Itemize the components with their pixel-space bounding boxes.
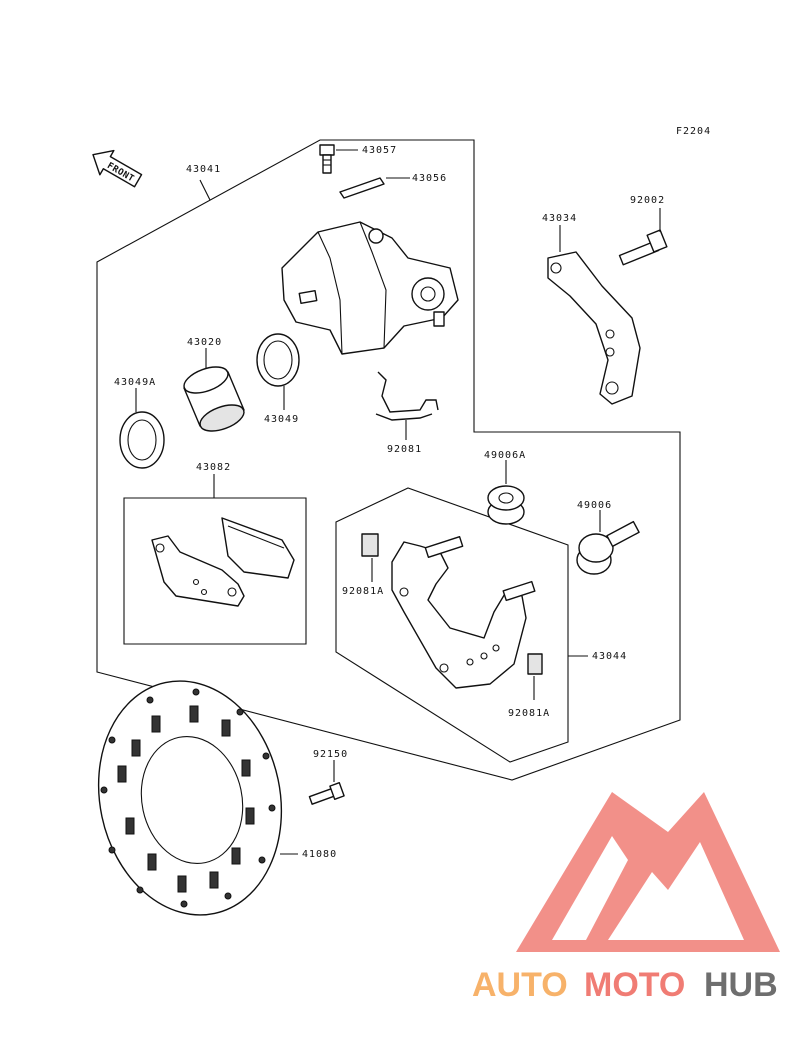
part-label-43049A: 43049A [114,377,156,388]
part-label-43044: 43044 [592,651,627,662]
part-label-43034: 43034 [542,213,577,224]
part-label-43041: 43041 [186,164,221,175]
part-label-92081A-right: 92081A [508,708,550,719]
clip-right [527,653,543,675]
part-label-49006: 49006 [577,500,612,511]
automotohub-logo: AUTO MOTO HUB [472,792,780,1004]
mounting-bracket [391,535,536,689]
clip-left [361,533,379,557]
brake-caliper [281,221,459,355]
bushing-49006A [487,485,525,525]
piston-seal [256,333,300,387]
part-label-43020: 43020 [187,337,222,348]
part-label-49006A: 49006A [484,450,526,461]
pad-set-outline [123,497,307,645]
part-label-43082: 43082 [196,462,231,473]
piston [183,366,245,432]
part-label-92150: 92150 [313,749,348,760]
pad-spring [375,371,439,421]
pad-pin [339,177,385,199]
bracket-assembly-outline [335,487,569,763]
watermark-auto: AUTO [472,966,568,1004]
bushing-49006 [576,520,640,575]
dust-seal [119,411,165,469]
caliper-bracket-arm [547,251,641,405]
bleeder-valve [319,144,335,174]
part-label-92081: 92081 [387,444,422,455]
figure-code: F2204 [676,126,711,137]
bracket-bolt [618,229,668,266]
brake-pad-backing [151,535,245,607]
disc-bolt [308,782,345,805]
watermark-moto: MOTO [584,966,685,1004]
part-label-43057: 43057 [362,145,397,156]
part-label-41080: 41080 [302,849,337,860]
front-arrow-icon: FRONT [92,149,143,188]
brake-pad-friction [221,517,295,579]
part-label-92002: 92002 [630,195,665,206]
part-label-43056: 43056 [412,173,447,184]
brake-disc [97,680,283,916]
part-label-43049: 43049 [264,414,299,425]
part-label-92081A-left: 92081A [342,586,384,597]
watermark-hub: HUB [704,966,778,1004]
